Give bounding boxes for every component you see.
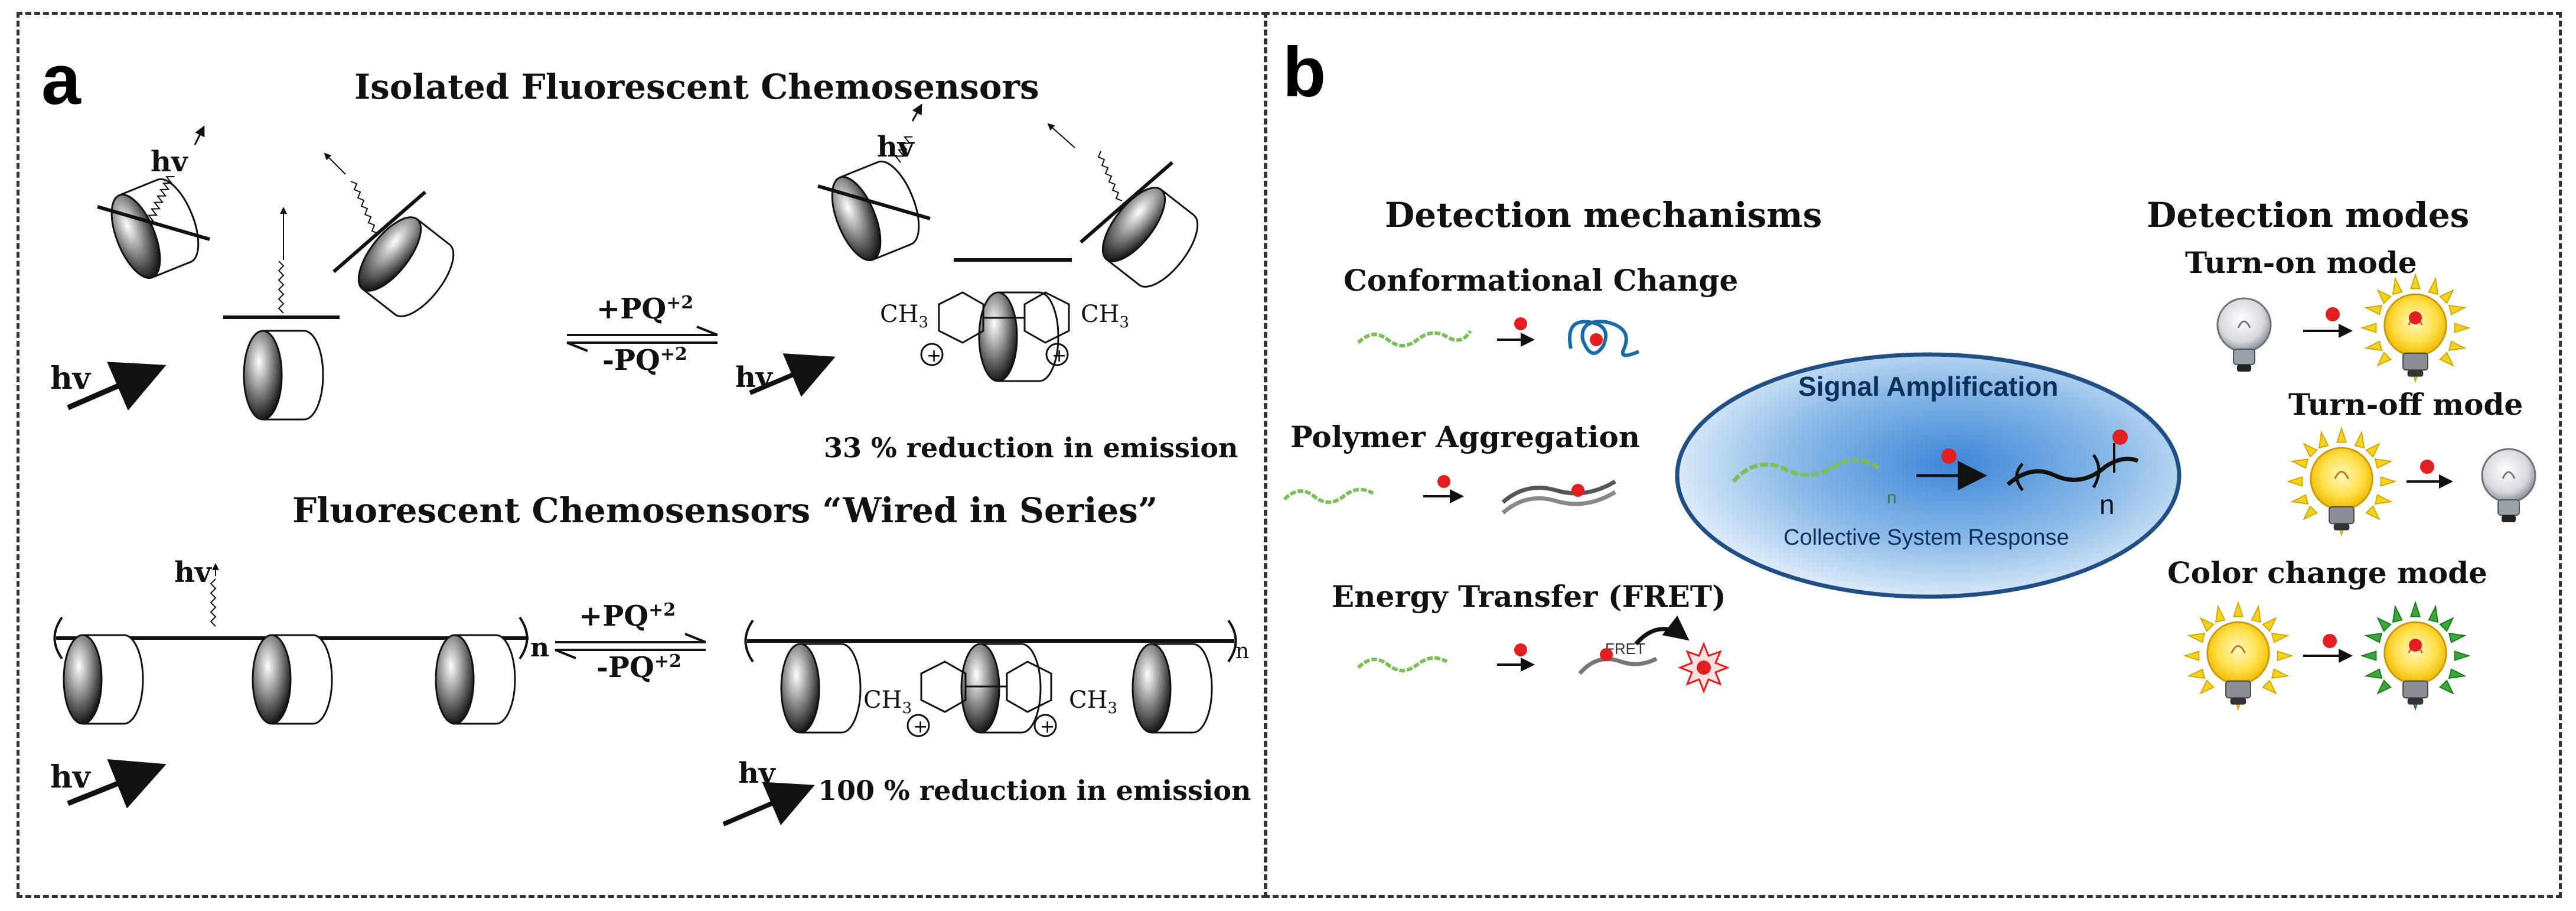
forward-reagent: +PQ+2 <box>596 292 694 326</box>
mode-turn-on: Turn-on mode <box>2185 245 2417 280</box>
positive-charge: + <box>1052 346 1067 366</box>
hv-label: hv <box>50 759 91 795</box>
bulb-off-icon <box>2481 448 2536 523</box>
emission-wave <box>278 261 285 314</box>
analyte-dot <box>1590 333 1603 346</box>
modes-title: Detection modes <box>2147 195 2470 235</box>
cylinder-receptor <box>780 643 862 734</box>
ligand-bar <box>97 205 210 241</box>
forward-reagent: +PQ+2 <box>579 600 676 633</box>
polymer-chain-icon <box>1357 656 1448 672</box>
bulb-on-icon <box>2184 601 2293 710</box>
panel-b <box>1264 12 2562 898</box>
energy-transfer-arrow <box>1634 615 1690 646</box>
hv-label: hv <box>174 556 211 589</box>
paraquat-guest <box>920 291 1070 366</box>
methyl-right: CH3 <box>1081 301 1130 331</box>
positive-charge: + <box>913 717 928 737</box>
bulb-on-icon <box>2361 274 2470 382</box>
analyte-dot <box>2112 430 2128 445</box>
paraquat-guest <box>907 661 1057 737</box>
emission-wave <box>210 578 217 627</box>
title-series: Fluorescent Chemosensors “Wired in Serie… <box>292 490 1158 531</box>
panel-a-label: a <box>41 40 81 119</box>
analyte-dot <box>1514 317 1527 330</box>
cylinder-receptor <box>1091 177 1210 298</box>
cylinder-receptor <box>435 634 516 725</box>
emission-wave <box>147 175 175 222</box>
methyl-left: CH3 <box>863 686 912 717</box>
aggregated-polymer-icon <box>1501 479 1616 504</box>
analyte-dot <box>1600 648 1613 661</box>
svg-text:n: n <box>1887 488 1897 507</box>
mechanisms-title: Detection mechanisms <box>1385 195 1822 235</box>
title-isolated: Isolated Fluorescent Chemosensors <box>354 67 1039 107</box>
excitation-arrow <box>749 353 836 397</box>
excitation-arrow <box>722 782 815 827</box>
repeat-n: n <box>530 633 549 663</box>
mode-turn-off: Turn-off mode <box>2288 387 2523 422</box>
analyte-dot <box>2409 639 2422 652</box>
positive-charge: + <box>927 346 941 366</box>
polymer-chain-icon <box>2006 457 2139 486</box>
repeat-n: n <box>1235 639 1250 663</box>
reduction-33: 33 % reduction in emission <box>824 432 1238 464</box>
donor-polymer-icon <box>1578 656 1658 675</box>
cylinder-receptor <box>821 154 930 268</box>
polymer-chain-icon <box>1283 487 1374 504</box>
analyte-dot <box>2420 460 2434 474</box>
analyte-dot <box>2409 311 2422 324</box>
reverse-reagent: -PQ+2 <box>596 651 682 684</box>
analyte-dot <box>1941 448 1957 464</box>
cylinder-receptor <box>63 634 144 725</box>
analyte-dot <box>1514 643 1527 656</box>
bulb-off-icon <box>2216 297 2272 373</box>
cylinder-receptor <box>243 330 324 421</box>
mechanism-conformational: Conformational Change <box>1344 263 1739 298</box>
bulb-on-icon <box>2287 427 2396 536</box>
cylinder-receptor <box>252 634 333 725</box>
hv-label: hv <box>151 145 188 178</box>
cylinder-receptor <box>978 291 1059 382</box>
analyte-dot <box>1437 475 1450 488</box>
hv-label: hv <box>50 360 91 396</box>
panel-b-label: b <box>1283 32 1326 112</box>
reduction-100: 100 % reduction in emission <box>818 775 1251 806</box>
cylinder-receptor <box>1132 643 1213 734</box>
mode-color-change: Color change mode <box>2167 555 2487 590</box>
cylinder-receptor <box>960 643 1042 734</box>
positive-charge: + <box>1040 717 1055 737</box>
signal-amplification-title: Signal Amplification <box>1798 371 2058 402</box>
collective-response-subtitle: Collective System Response <box>1783 525 2069 550</box>
cylinder-receptor <box>100 171 210 286</box>
cylinder-receptor <box>347 206 466 327</box>
emission-wave <box>350 181 379 234</box>
ellipse-n: n <box>2099 489 2115 520</box>
mechanism-aggregation: Polymer Aggregation <box>1290 419 1641 454</box>
excitation-arrow <box>67 362 167 411</box>
methyl-right: CH3 <box>1069 686 1118 717</box>
polymer-chain-icon <box>1732 458 1883 483</box>
mechanism-fret: Energy Transfer (FRET) <box>1332 579 1726 614</box>
collapsed-polymer-icon <box>1568 320 1640 357</box>
analyte-dot <box>1571 484 1584 497</box>
bulb-color-change-icon <box>2361 601 2470 710</box>
analyte-dot <box>2326 307 2340 321</box>
excitation-arrow <box>67 759 167 809</box>
reverse-reagent: -PQ+2 <box>602 344 687 377</box>
analyte-dot <box>2323 634 2337 648</box>
polymer-chain-icon <box>1357 330 1472 347</box>
methyl-left: CH3 <box>880 301 929 331</box>
